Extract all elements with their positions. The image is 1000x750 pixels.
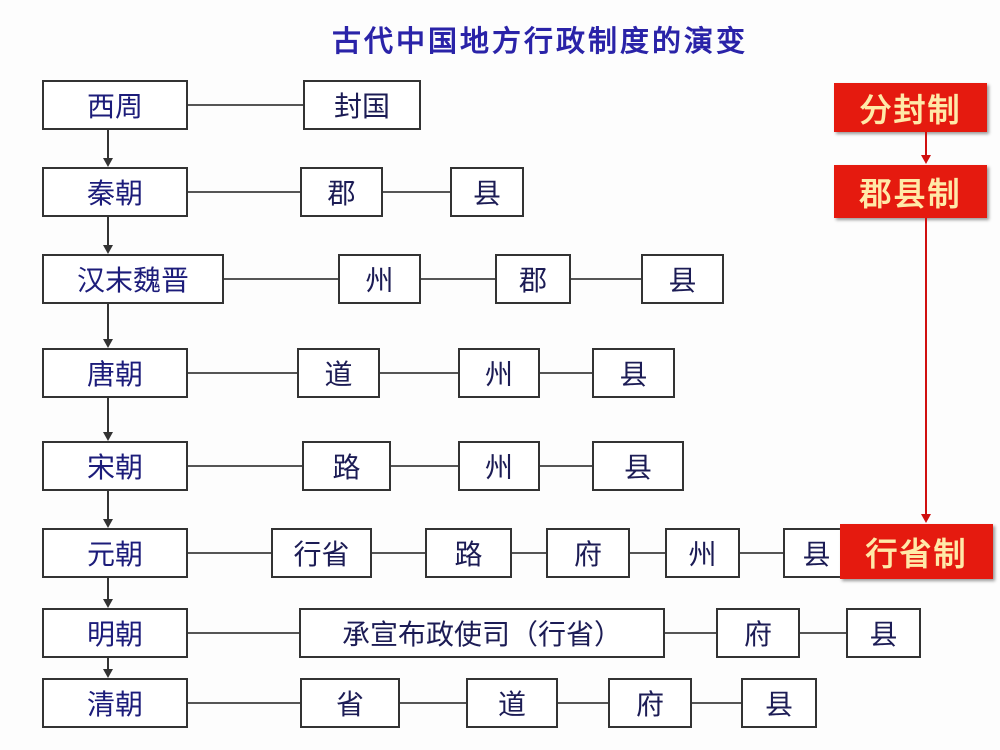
era-box: 宋朝 [42, 441, 188, 491]
unit-box: 道 [297, 348, 380, 398]
connector-line [372, 552, 425, 554]
unit-box: 郡 [300, 167, 383, 217]
timeline-arrow-line [107, 658, 109, 670]
timeline-arrow-line [107, 304, 109, 340]
arrow-head-icon [921, 514, 931, 523]
unit-box: 州 [458, 441, 540, 491]
unit-box: 行省 [271, 528, 372, 578]
unit-box: 县 [846, 608, 921, 658]
connector-line [571, 278, 641, 280]
connector-line [391, 465, 458, 467]
timeline-arrow-line [107, 130, 109, 159]
unit-box: 县 [741, 678, 817, 728]
era-box: 秦朝 [42, 167, 188, 217]
connector-line [692, 702, 741, 704]
timeline-arrow-line [107, 217, 109, 246]
unit-box: 府 [716, 608, 800, 658]
arrow-head-icon [921, 155, 931, 164]
unit-box: 县 [783, 528, 850, 578]
system-label-2: 郡县制 [834, 165, 987, 218]
era-box: 唐朝 [42, 348, 188, 398]
timeline-arrow-line [107, 398, 109, 433]
connector-line [188, 552, 271, 554]
unit-box: 州 [665, 528, 740, 578]
connector-line [512, 552, 546, 554]
connector-line [558, 702, 608, 704]
era-box: 明朝 [42, 608, 188, 658]
connector-line [665, 632, 716, 634]
connector-line [188, 372, 297, 374]
unit-box: 县 [641, 254, 724, 304]
diagram-title: 古代中国地方行政制度的演变 [331, 24, 748, 58]
arrow-head-icon [103, 519, 113, 528]
unit-box: 郡 [495, 254, 571, 304]
unit-box: 府 [546, 528, 630, 578]
era-box: 汉末魏晋 [42, 254, 224, 304]
system-arrow-line [925, 132, 927, 156]
connector-line [400, 702, 466, 704]
connector-line [540, 372, 592, 374]
connector-line [380, 372, 458, 374]
connector-line [188, 191, 300, 193]
connector-line [800, 632, 846, 634]
unit-box: 府 [608, 678, 692, 728]
connector-line [188, 702, 300, 704]
system-label-3: 行省制 [840, 524, 993, 579]
unit-box: 路 [302, 441, 391, 491]
unit-box: 承宣布政使司（行省） [299, 608, 665, 658]
arrow-head-icon [103, 339, 113, 348]
unit-box: 县 [592, 441, 684, 491]
timeline-arrow-line [107, 578, 109, 600]
unit-box: 路 [425, 528, 512, 578]
unit-box: 封国 [303, 80, 421, 130]
unit-box: 州 [458, 348, 540, 398]
arrow-head-icon [103, 599, 113, 608]
connector-line [188, 465, 302, 467]
arrow-head-icon [103, 432, 113, 441]
connector-line [383, 191, 450, 193]
connector-line [224, 278, 338, 280]
unit-box: 省 [300, 678, 400, 728]
connector-line [188, 104, 303, 106]
connector-line [421, 278, 495, 280]
connector-line [740, 552, 783, 554]
era-box: 西周 [42, 80, 188, 130]
arrow-head-icon [103, 158, 113, 167]
unit-box: 道 [466, 678, 558, 728]
system-arrow-line [925, 218, 927, 515]
arrow-head-icon [103, 669, 113, 678]
arrow-head-icon [103, 245, 113, 254]
era-box: 元朝 [42, 528, 188, 578]
connector-line [540, 465, 592, 467]
unit-box: 县 [450, 167, 524, 217]
era-box: 清朝 [42, 678, 188, 728]
unit-box: 州 [338, 254, 421, 304]
connector-line [188, 632, 299, 634]
timeline-arrow-line [107, 491, 109, 520]
connector-line [630, 552, 665, 554]
system-label-1: 分封制 [834, 83, 987, 132]
unit-box: 县 [592, 348, 675, 398]
